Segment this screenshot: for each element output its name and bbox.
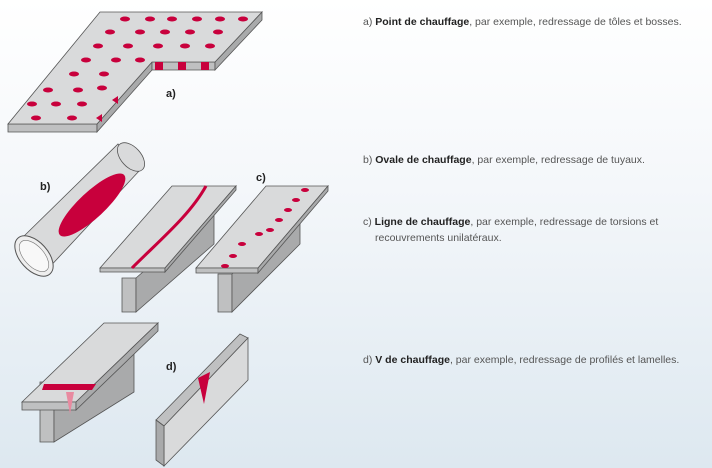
svg-text:d): d) (166, 361, 177, 373)
caption-d: d) V de chauffage, par exemple, redressa… (363, 352, 703, 368)
svg-text:b): b) (40, 181, 51, 193)
tube-heating-oval: b) (14, 142, 145, 277)
caption-text-continued: recouvrements unilatéraux. (375, 232, 502, 244)
flat-bar-heating-v: d) (155, 333, 249, 467)
caption-text: , par exemple, redressage de profilés et… (449, 354, 680, 366)
caption-prefix: c) (363, 216, 372, 228)
t-profile-heating-points: c) (195, 172, 329, 313)
caption-term: V de chauffage (375, 354, 450, 366)
caption-prefix: d) (363, 354, 373, 366)
caption-term: Ovale de chauffage (375, 154, 472, 166)
caption-c: c) Ligne de chauffage, par exemple, redr… (363, 214, 703, 246)
plate-heating-points: a) (7, 10, 263, 134)
caption-text: , par exemple, redressage de torsions et (470, 216, 659, 228)
t-profile-heating-line (99, 184, 237, 313)
svg-text:a): a) (166, 88, 176, 100)
caption-term: Ligne de chauffage (374, 216, 471, 228)
caption-prefix: b) (363, 154, 373, 166)
caption-text: , par exemple, redressage de tôles et bo… (469, 16, 682, 28)
caption-text: , par exemple, redressage de tuyaux. (471, 154, 645, 166)
angle-profile-heating-v (21, 322, 159, 443)
svg-text:c): c) (256, 172, 266, 184)
caption-b: b) Ovale de chauffage, par exemple, redr… (363, 152, 703, 168)
caption-prefix: a) (363, 16, 373, 28)
caption-a: a) Point de chauffage, par exemple, redr… (363, 14, 703, 30)
caption-term: Point de chauffage (375, 16, 470, 28)
